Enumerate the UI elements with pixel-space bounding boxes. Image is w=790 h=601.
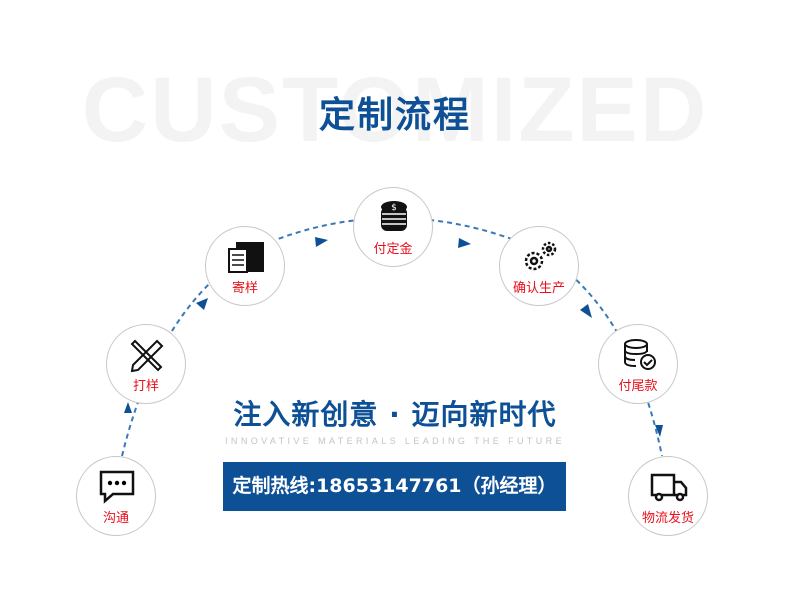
arrow-icon [124, 402, 132, 413]
slogan-english: INNOVATIVE MATERIALS LEADING THE FUTURE [225, 436, 565, 446]
step-shipping: 物流发货 [628, 456, 708, 536]
arrow-icon [315, 237, 328, 247]
step-label: 寄样 [231, 281, 258, 296]
truck-icon [650, 473, 688, 502]
step-label: 付尾款 [618, 379, 658, 394]
arrow-icon [655, 425, 663, 437]
svg-text:$: $ [391, 203, 397, 213]
step-final-payment: 付尾款 [598, 324, 678, 404]
gears-icon [524, 241, 557, 271]
ruler-pencil-icon [130, 339, 164, 373]
step-deposit: $ 付定金 [353, 187, 433, 267]
page-title: 定制流程 [318, 95, 471, 136]
watermark: CUSTOMIZED [81, 59, 709, 161]
hotline-banner: 定制热线:18653147761（孙经理） [223, 462, 566, 511]
step-communicate: 沟通 [76, 456, 156, 536]
slogan: 注入新创意 · 迈向新时代 [233, 398, 557, 431]
step-label: 沟通 [102, 511, 129, 526]
step-label: 付定金 [373, 242, 413, 257]
coins-icon: $ [381, 201, 407, 231]
step-label: 确认生产 [512, 281, 565, 296]
chat-icon [99, 470, 135, 504]
database-check-icon [624, 339, 656, 370]
step-send-sample: 寄样 [205, 226, 285, 306]
step-confirm-production: 确认生产 [499, 226, 579, 306]
arrow-icon [458, 238, 471, 248]
step-prototype: 打样 [106, 324, 186, 404]
arrow-icon [580, 304, 592, 318]
box-clipboard-icon [228, 242, 264, 273]
arrow-icon [196, 298, 208, 310]
step-label: 物流发货 [641, 511, 694, 526]
step-label: 打样 [132, 379, 159, 394]
